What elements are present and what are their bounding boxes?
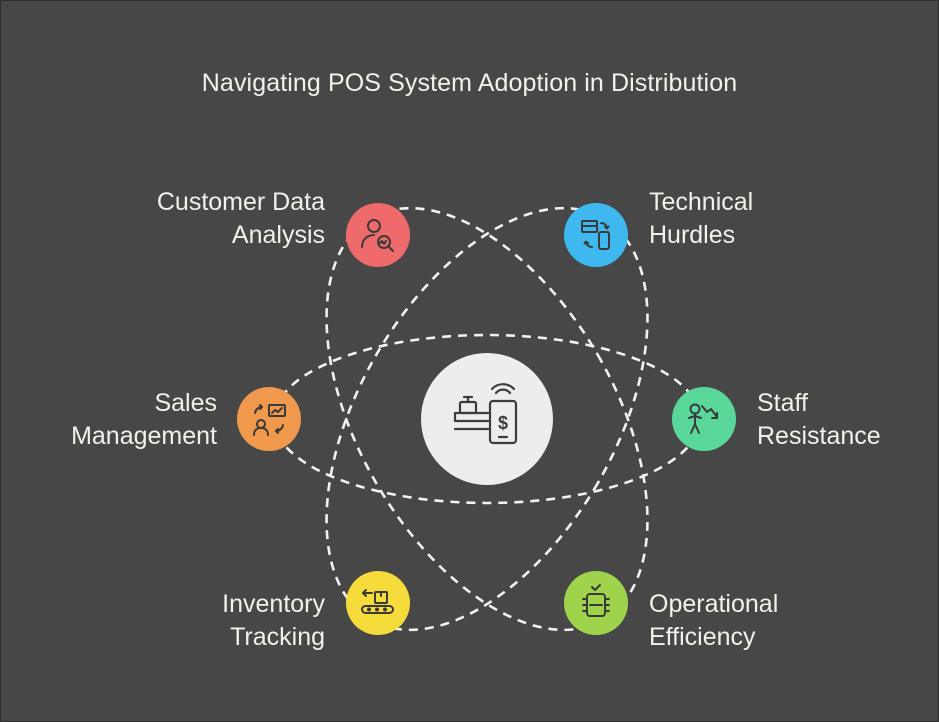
node-technical-hurdles[interactable] — [564, 203, 628, 267]
node-sales-management[interactable] — [237, 387, 301, 451]
label-line: Resistance — [757, 422, 881, 450]
label-technical-hurdles: Technical Hurdles — [649, 186, 849, 252]
label-line: Inventory — [222, 590, 325, 618]
label-line: Analysis — [231, 221, 325, 249]
pos-terminal-icon: $ — [453, 383, 518, 445]
label-line: Efficiency — [649, 623, 756, 651]
label-staff-resistance: Staff Resistance — [757, 387, 927, 453]
node-staff-resistance[interactable] — [672, 387, 736, 451]
conveyor-box-icon — [361, 589, 394, 614]
label-inventory-tracking: Inventory Tracking — [151, 588, 325, 654]
label-line: Hurdles — [649, 221, 736, 249]
label-line: Sales — [154, 389, 217, 417]
node-customer-data-analysis[interactable] — [346, 203, 410, 267]
sales-chart-person-icon — [253, 404, 286, 436]
label-line: Customer Data — [156, 188, 325, 216]
label-line: Management — [71, 422, 217, 450]
label-line: Tracking — [230, 623, 325, 651]
node-operational-efficiency[interactable] — [564, 571, 628, 635]
svg-text:$: $ — [498, 413, 508, 433]
label-customer-data-analysis: Customer Data Analysis — [113, 186, 325, 252]
center-hub: $ — [421, 353, 553, 485]
diagram-title: Navigating POS System Adoption in Distri… — [201, 69, 738, 97]
label-operational-efficiency: Operational Efficiency — [649, 588, 849, 654]
node-inventory-tracking[interactable] — [346, 571, 410, 635]
label-sales-management: Sales Management — [21, 387, 217, 453]
gear-efficiency-icon — [582, 584, 610, 617]
label-line: Staff — [757, 389, 808, 417]
customer-search-analytics-icon — [361, 219, 394, 252]
label-line: Operational — [649, 590, 779, 618]
person-declining-arrow-icon — [688, 403, 718, 434]
label-line: Technical — [649, 188, 754, 216]
devices-sync-icon — [581, 220, 610, 250]
